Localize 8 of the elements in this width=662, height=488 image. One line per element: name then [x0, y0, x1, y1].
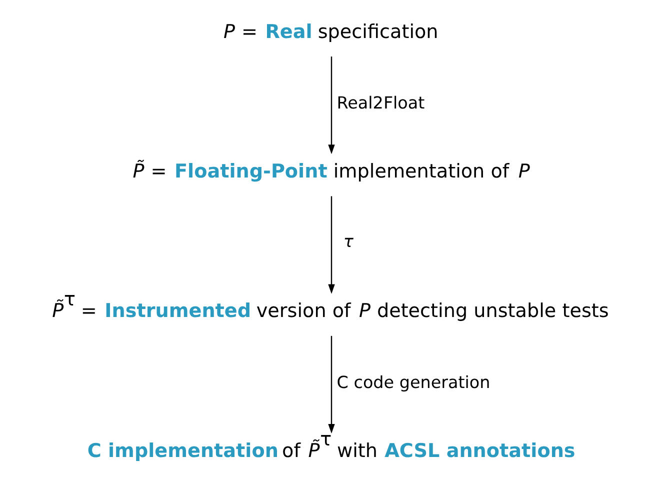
edge-label: C code generation — [336, 372, 490, 392]
edge-label: τ — [342, 231, 353, 252]
edge-label: Real2Float — [336, 92, 424, 113]
arrow — [328, 336, 334, 434]
node-text: P = Real specification — [222, 20, 438, 43]
arrow — [328, 56, 334, 154]
node-text: P̃ = Floating-Point implementation of P — [132, 160, 530, 182]
arrow — [328, 196, 334, 294]
